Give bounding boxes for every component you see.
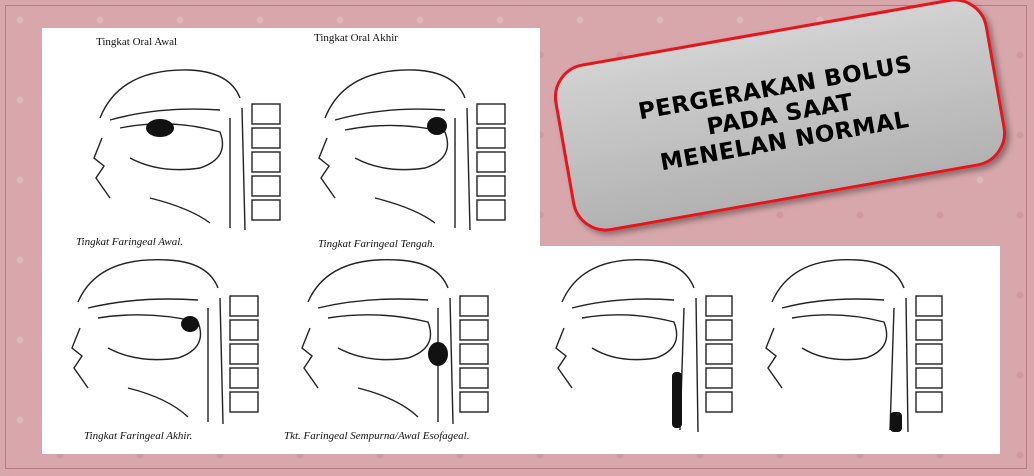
stage-caption-faringeal-awal: Tingkat Faringeal Awal. (76, 236, 183, 248)
swallow-diagram-faringeal-awal (58, 252, 278, 427)
stage-caption-faringeal-tengah: Tingkat Faringeal Tengah. (318, 238, 435, 250)
swallow-diagram-faringeal-akhir (548, 252, 748, 434)
stage-caption-oral-akhir: Tingkat Oral Akhir (314, 32, 398, 44)
swallow-diagram-oral-awal (80, 48, 300, 233)
stage-caption-oral-awal: Tingkat Oral Awal (96, 36, 177, 48)
swallow-diagram-faringeal-tengah (288, 252, 508, 427)
swallow-diagram-oral-akhir (305, 48, 525, 233)
stage-caption-faringeal-akhir: Tingkat Faringeal Akhir. (84, 430, 192, 442)
swallow-diagram-faringeal-sempurna (758, 252, 958, 434)
stage-caption-faringeal-sempurna: Tkt. Faringeal Sempurna/Awal Esofageal. (284, 430, 469, 442)
